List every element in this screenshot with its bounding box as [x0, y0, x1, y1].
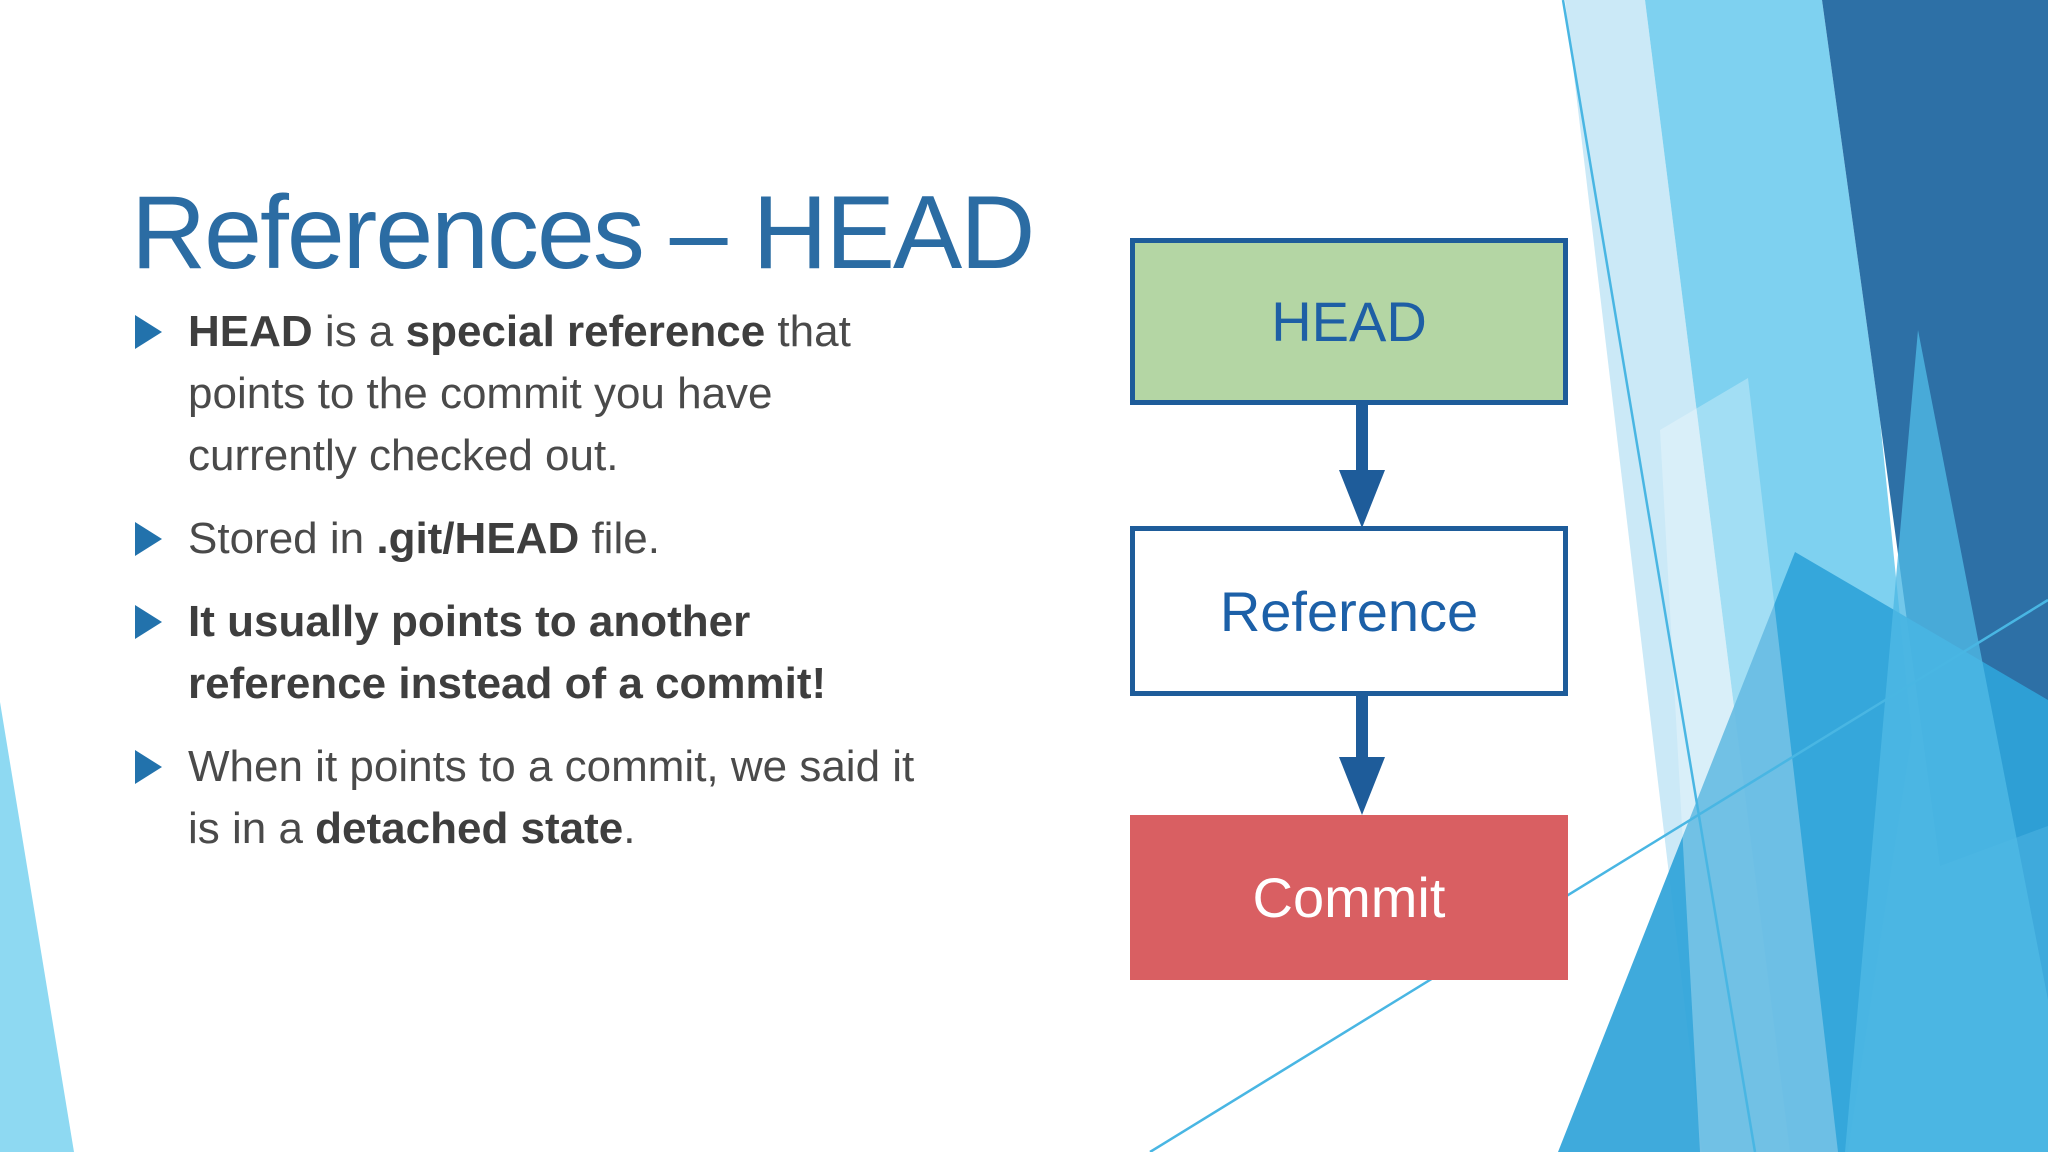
- thin-diagonal-line-1: [1561, 0, 1757, 1152]
- bullet-text: Stored in .git/HEAD file.: [188, 514, 660, 563]
- diagram-node-commit: Commit: [1130, 815, 1568, 980]
- light-facet-overlay: [1660, 378, 1838, 1152]
- arrow-down-icon: [1339, 470, 1385, 528]
- list-item: Stored in .git/HEAD file.: [133, 508, 1093, 570]
- bullet-triangle-icon: [135, 605, 162, 639]
- bullet-triangle-icon: [135, 522, 162, 556]
- bottom-left-wedge: [0, 702, 74, 1152]
- bright-overlay-wedge: [1845, 330, 2048, 1152]
- thin-diagonal-line-2: [1149, 598, 2048, 1152]
- arrow-down-icon: [1339, 757, 1385, 815]
- page-title: References – HEAD: [131, 174, 1035, 291]
- bullet-triangle-icon: [135, 315, 162, 349]
- diagram-node-reference: Reference: [1130, 526, 1568, 696]
- arrow-down-icon: [1356, 695, 1368, 759]
- arrow-down-icon: [1356, 404, 1368, 472]
- diagram-node-head: HEAD: [1130, 238, 1568, 405]
- bullet-triangle-icon: [135, 750, 162, 784]
